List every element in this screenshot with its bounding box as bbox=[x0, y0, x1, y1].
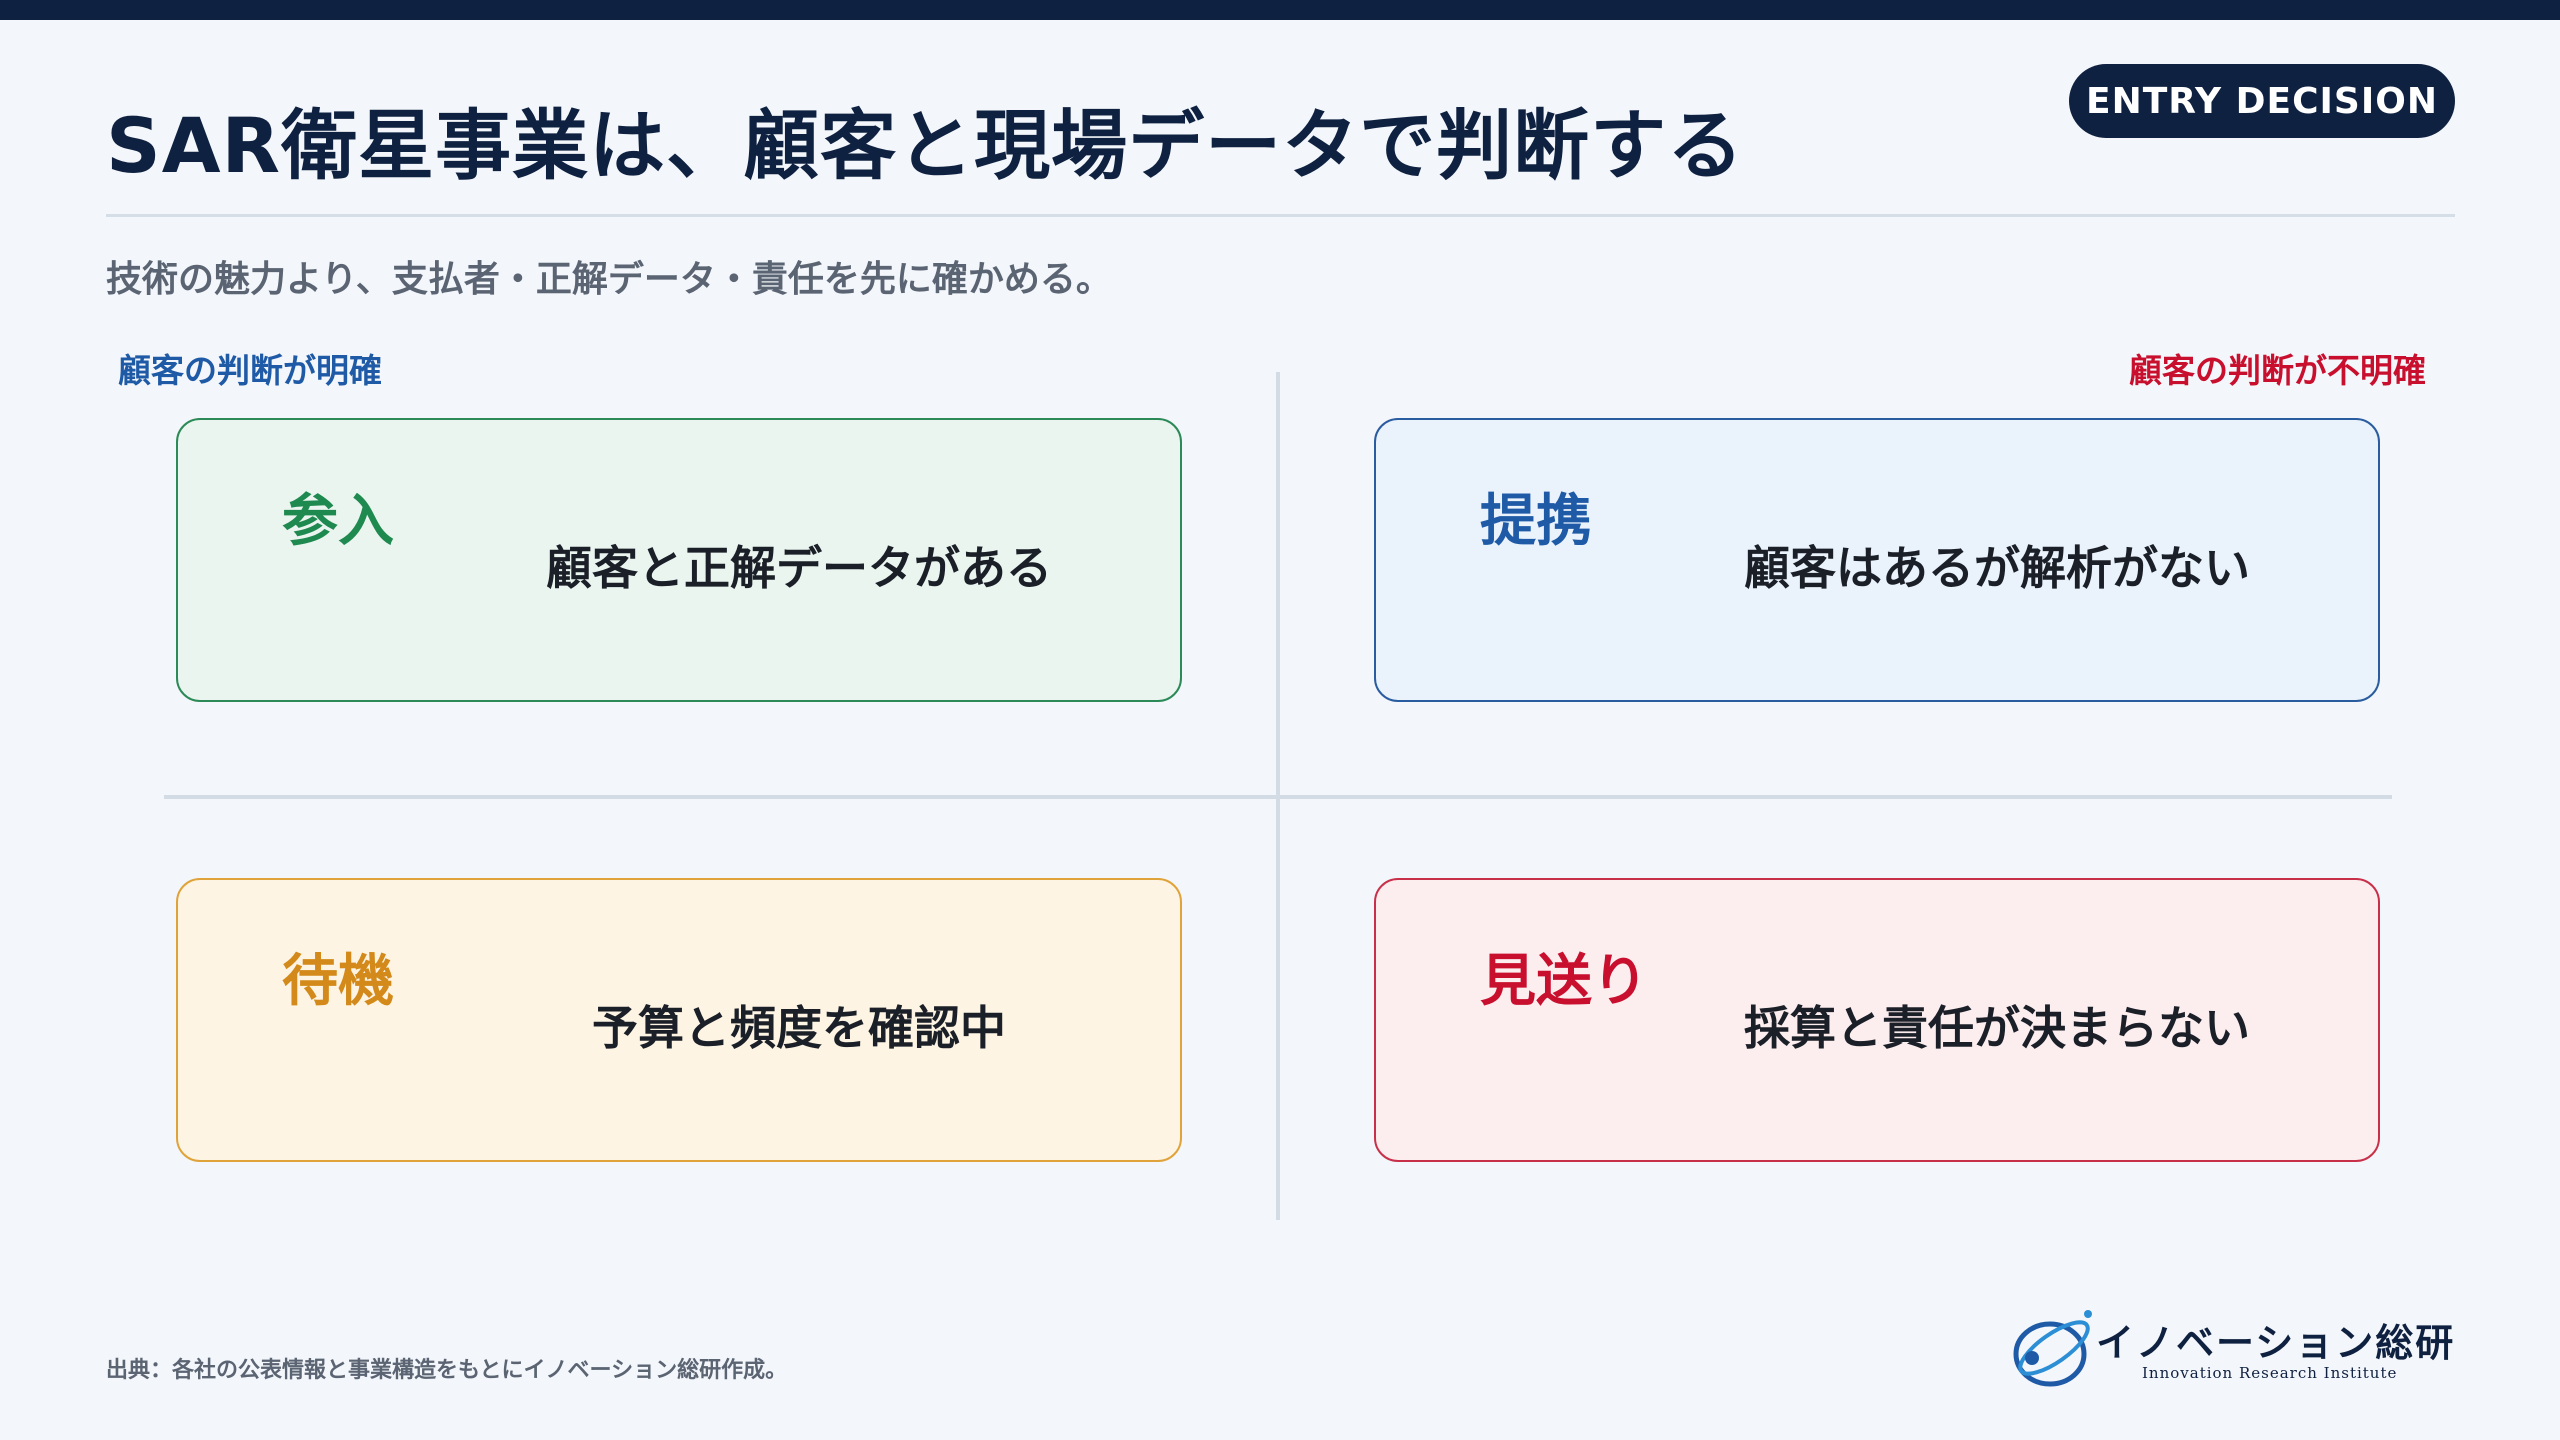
quadrant-card-pass: 見送り 採算と責任が決まらない bbox=[1374, 878, 2380, 1162]
axis-label-clear: 顧客の判断が明確 bbox=[118, 351, 382, 390]
quadrant-description: 顧客と正解データがある bbox=[546, 541, 1052, 595]
quadrant-label: 見送り bbox=[1480, 949, 1648, 1014]
entry-decision-badge: ENTRY DECISION bbox=[2069, 64, 2455, 138]
quadrant-label: 待機 bbox=[282, 949, 394, 1014]
axis-label-unclear: 顧客の判断が不明確 bbox=[2129, 351, 2426, 390]
horizontal-axis-line bbox=[164, 795, 2392, 799]
quadrant-card-enter: 参入 顧客と正解データがある bbox=[176, 418, 1182, 702]
page-title: SAR衛星事業は、顧客と現場データで判断する bbox=[106, 101, 1745, 190]
quadrant-label: 参入 bbox=[282, 489, 394, 554]
header-divider bbox=[106, 214, 2455, 217]
source-note: 出典：各社の公表情報と事業構造をもとにイノベーション総研作成。 bbox=[106, 1358, 788, 1383]
top-accent-bar bbox=[0, 0, 2560, 20]
logo-name: イノベーション総研 bbox=[2096, 1320, 2456, 1365]
quadrant-description: 顧客はあるが解析がない bbox=[1744, 541, 2250, 595]
logo-subtitle: Innovation Research Institute bbox=[2142, 1364, 2398, 1382]
logo-icon bbox=[2013, 1310, 2092, 1387]
page-subtitle: 技術の魅力より、支払者・正解データ・責任を先に確かめる。 bbox=[106, 259, 1112, 300]
quadrant-label: 提携 bbox=[1480, 489, 1592, 554]
quadrant-card-wait: 待機 予算と頻度を確認中 bbox=[176, 878, 1182, 1162]
quadrant-description: 予算と頻度を確認中 bbox=[592, 1001, 1006, 1055]
quadrant-card-partner: 提携 顧客はあるが解析がない bbox=[1374, 418, 2380, 702]
quadrant-description: 採算と責任が決まらない bbox=[1744, 1001, 2250, 1055]
